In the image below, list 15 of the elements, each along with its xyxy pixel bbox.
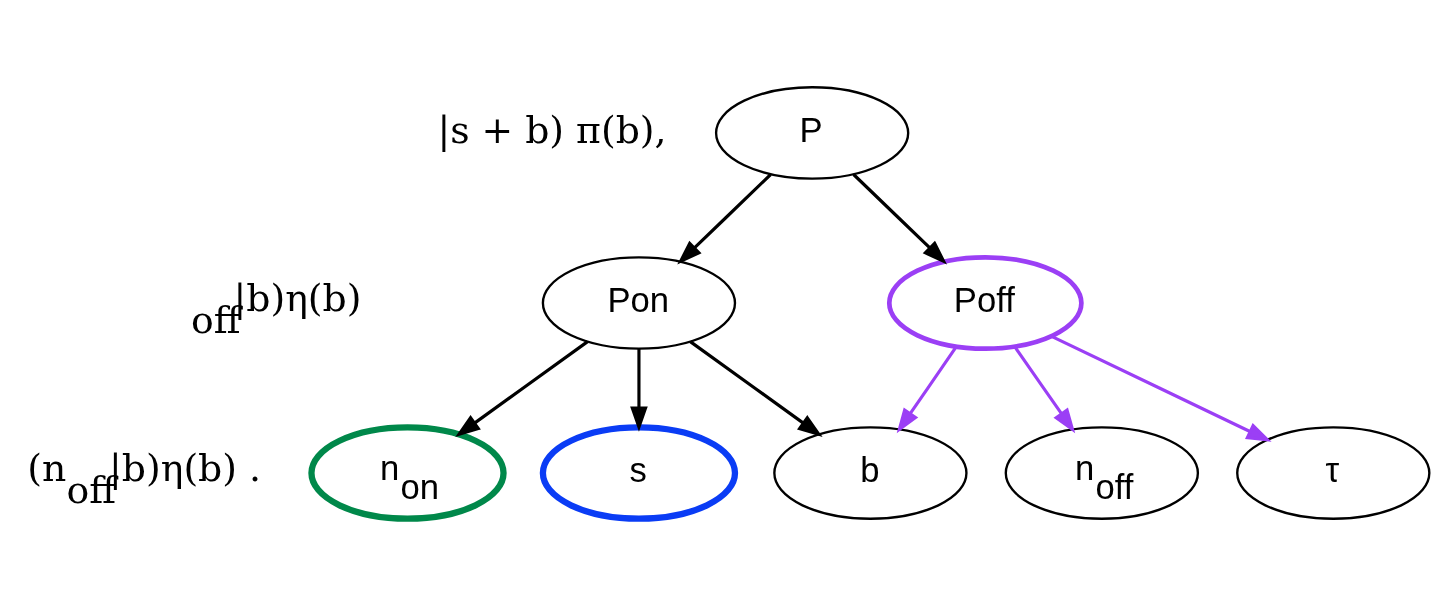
node-ellipse: b <box>773 426 968 520</box>
node-ellipse: s <box>539 424 739 522</box>
node-ellipse: τ <box>1236 426 1431 520</box>
arrow <box>630 348 648 432</box>
node-ellipse: P <box>714 86 910 180</box>
arrow <box>677 173 772 265</box>
arrow <box>455 340 589 438</box>
arrow <box>1050 334 1272 442</box>
label: |s + b) π(b), <box>437 107 667 152</box>
arrow <box>1013 345 1076 434</box>
arrow <box>896 345 958 434</box>
node-ellipse: Pon <box>541 256 737 350</box>
node-ellipse: Poff <box>886 254 1084 352</box>
arrow <box>852 173 948 265</box>
arrow <box>689 340 823 438</box>
